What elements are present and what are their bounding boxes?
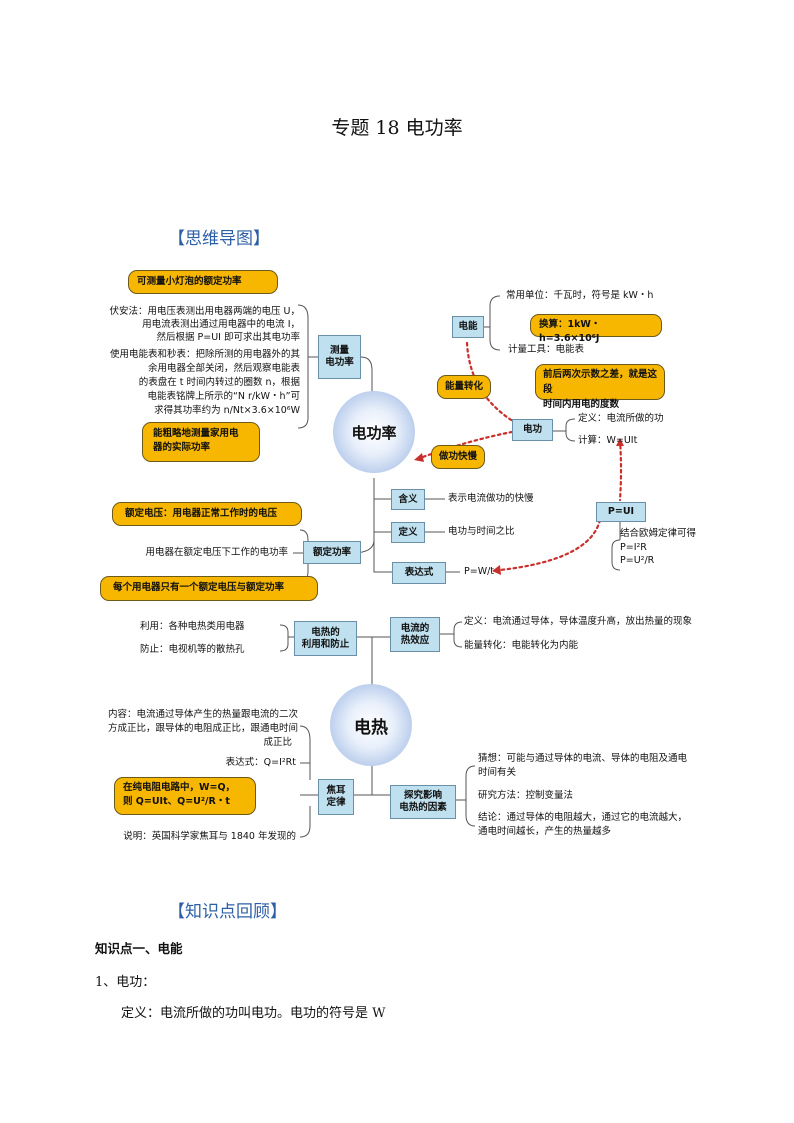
joule-note: 说明：英国科学家焦耳与 1840 年发现的: [123, 831, 296, 842]
callout-rough-measure: 能粗略地测量家用电 器的实际功率: [142, 422, 260, 462]
item-electric-work-definition: 定义：电流所做的功叫电功。电功的符号是 W: [121, 1006, 386, 1021]
meter-tool-text: 计量工具：电能表: [508, 344, 585, 355]
node-measure-power: 测量 电功率: [318, 335, 361, 379]
method-va-line-2: 用电流表测出通过用电器中的电流 I，: [142, 319, 300, 330]
node-p-equals-ui: P=UI: [596, 502, 646, 522]
use-text: 利用：各种电热类用电器: [140, 621, 245, 632]
node-explore-factors: 探究影响 电热的因素: [390, 785, 456, 819]
node-expression: 表达式: [392, 562, 446, 584]
effect-definition: 定义：电流通过导体，导体温度升高，放出热量的现象: [464, 616, 693, 627]
section-heading-review: 【知识点回顾】: [168, 902, 287, 922]
content-line-3: 成正比: [263, 737, 292, 748]
content-line-1: 内容：电流通过导体产生的热量跟电流的二次: [107, 709, 298, 720]
formula-p-i2r: P=I²R: [620, 542, 647, 553]
callout-pure-resistance: 在纯电阻电路中，W=Q， 则 Q=UIt、Q=U²/R・t: [114, 777, 256, 815]
callout-pure-line-1: 在纯电阻电路中，W=Q，: [123, 782, 236, 793]
research-method: 研究方法：控制变量法: [478, 790, 574, 801]
callout-energy-conversion: 能量转化: [437, 375, 491, 399]
node-joule-law: 焦耳 定律: [318, 779, 354, 815]
guess-line-2: 时间有关: [478, 767, 517, 778]
node-rated-power: 额定功率: [303, 541, 361, 564]
method-va-line-3: 然后根据 P=UI 即可求出其电功率: [156, 332, 300, 343]
center-node-heat: 电热: [330, 684, 412, 766]
node-heating-effect: 电流的 热效应: [390, 617, 440, 652]
node-heat-use-prevent: 电热的 利用和防止: [294, 621, 357, 656]
guess-line-1: 猜想：可能与通过导体的电流、导体的电阻及通电: [478, 753, 688, 764]
work-definition: 定义：电流所做的功: [578, 413, 664, 424]
callout-measure-bulb: 可测量小灯泡的额定功率: [128, 270, 278, 294]
method-meter-line-1: 使用电能表和秒表：把除所测的用电器外的其: [109, 349, 300, 360]
conclusion-line-1: 结论：通过导体的电阻越大，通过它的电流越大，: [478, 812, 688, 823]
item-electric-work: 1、电功：: [95, 975, 156, 990]
formula-p-u2-over-r: P=U²/R: [620, 555, 655, 566]
method-meter-line-5: 求得其功率约为 n/Nt×3.6×10⁶W: [154, 405, 300, 416]
callout-work-speed: 做功快慢: [431, 445, 485, 469]
callout-pure-line-2: 则 Q=UIt、Q=U²/R・t: [123, 796, 230, 807]
node-electric-work: 电功: [512, 419, 553, 441]
knowledge-heading-1: 知识点一、电能: [95, 941, 183, 956]
center-node-power: 电功率: [333, 391, 415, 473]
method-meter-line-2: 余用电器全部关闭，然后观察电能表: [147, 363, 300, 374]
definition-text: 电功与时间之比: [448, 526, 515, 537]
common-unit-text: 常用单位：千瓦时，符号是 kW・h: [506, 290, 654, 301]
method-meter-line-4: 电能表铭牌上所示的“N r/kW・h”可: [147, 391, 301, 402]
callout-only-one-rated: 每个用电器只有一个额定电压与额定功率: [100, 576, 318, 601]
expression-text: P=W/t: [464, 566, 495, 577]
callout-rated-voltage: 额定电压：用电器正常工作时的电压: [112, 502, 302, 526]
method-va-line-1: 伏安法：用电压表测出用电器两端的电压 U，: [109, 306, 300, 317]
node-electric-energy: 电能: [452, 316, 484, 338]
rated-power-definition: 用电器在额定电压下工作的电功率: [145, 547, 288, 558]
node-definition: 定义: [391, 522, 425, 543]
page-title: 专题 18 电功率: [331, 117, 463, 139]
method-meter-line-3: 的表盘在 t 时间内转过的圈数 n，根据: [138, 377, 300, 388]
conclusion-line-2: 通电时间越长，产生的热量越多: [478, 826, 612, 837]
ohm-law-text: 结合欧姆定律可得: [620, 528, 697, 539]
joule-expression: 表达式：Q=I²Rt: [225, 757, 296, 768]
content-line-2: 方成正比，跟导体的电阻成正比，跟通电时间: [107, 723, 298, 734]
effect-energy: 能量转化：电能转化为内能: [464, 640, 579, 651]
section-heading-mindmap: 【思维导图】: [168, 229, 270, 249]
prevent-text: 防止：电视机等的散热孔: [140, 644, 245, 655]
node-meaning: 含义: [391, 489, 425, 510]
work-calculation: 计算：W=UIt: [578, 435, 638, 446]
callout-meter-reading: 前后两次示数之差，就是这段 时间内用电的度数: [535, 364, 665, 410]
callout-unit-conversion: 换算：1kW・h=3.6×10⁶J: [530, 314, 662, 344]
meaning-text: 表示电流做功的快慢: [448, 493, 534, 504]
